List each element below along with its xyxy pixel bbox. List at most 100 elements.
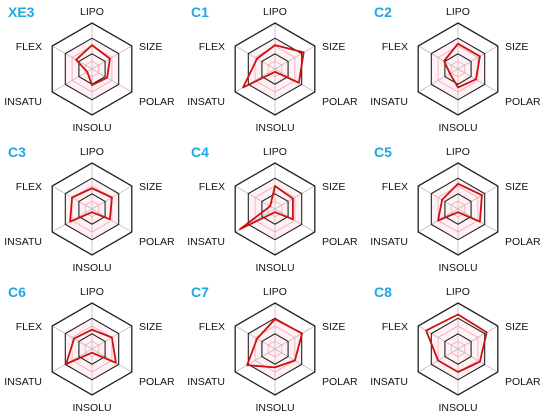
data-series-line [443,42,481,89]
axis-label-insatu: INSATU [4,236,42,248]
axis-label-lipo: LIPO [80,6,104,18]
grid-ring-2 [430,177,486,241]
grid-ring-inner-3 [437,45,479,93]
axis-label-flex: FLEX [199,321,225,333]
chart-title: C2 [374,4,392,20]
grid-ring-inner-1 [450,340,466,358]
axis-label-insolu: INSOLU [255,122,294,134]
grid-ring-inner-3 [254,325,296,373]
axis-label-insatu: INSATU [370,96,408,108]
grid-ring-2 [247,177,303,241]
axis-label-size: SIZE [139,181,162,193]
grid-ring-2 [64,177,120,241]
data-series-line [425,313,488,373]
axis-label-size: SIZE [322,321,345,333]
grid-ring-inner-3 [71,45,113,93]
axis-label-flex: FLEX [16,41,42,53]
grid-ring-inner-3 [437,185,479,233]
axis-label-polar: POLAR [505,236,541,248]
grid-ring-inner-1 [267,340,283,358]
axis-label-lipo: LIPO [263,146,287,158]
chart-title: C5 [374,144,392,160]
axis-label-lipo: LIPO [446,6,470,18]
grid-ring-1 [444,333,472,365]
axis-label-insolu: INSOLU [438,122,477,134]
axis-label-insatu: INSATU [187,96,225,108]
axis-label-flex: FLEX [382,181,408,193]
axis-label-polar: POLAR [322,96,358,108]
data-series-line [437,182,483,223]
axis-label-insatu: INSATU [4,376,42,388]
axis-label-flex: FLEX [16,181,42,193]
axis-label-size: SIZE [505,181,528,193]
radar-chart-c3: C3 LIPO SIZE POLAR INSOLU INSATU FLEX [4,144,175,274]
grid-ring-3 [417,302,499,396]
axis-label-polar: POLAR [139,376,175,388]
axis-label-lipo: LIPO [263,286,287,298]
grid-ring-inner-1 [84,200,100,218]
axis-label-insatu: INSATU [187,236,225,248]
axis-label-size: SIZE [505,321,528,333]
grid-ring-inner-3 [254,45,296,93]
grid-ring-3 [417,162,499,256]
grid-ring-inner-1 [267,60,283,78]
grid-ring-2 [64,37,120,101]
grid-ring-inner-1 [450,200,466,218]
grid-ring-3 [234,302,316,396]
grid-ring-2 [430,317,486,381]
axis-label-size: SIZE [322,181,345,193]
data-series-line [246,318,303,369]
axis-label-polar: POLAR [322,376,358,388]
axis-label-size: SIZE [322,41,345,53]
grid-ring-inner-1 [267,200,283,218]
axis-label-insolu: INSOLU [438,402,477,414]
data-series-line [69,187,113,223]
chart-title: C1 [191,4,209,20]
axis-label-insolu: INSOLU [438,262,477,274]
axis-label-flex: FLEX [199,181,225,193]
axis-label-lipo: LIPO [80,146,104,158]
grid-ring-1 [78,333,106,365]
axis-label-flex: FLEX [382,321,408,333]
grid-ring-1 [261,53,289,85]
radar-chart-c7: C7 LIPO SIZE POLAR INSOLU INSATU FLEX [187,284,358,414]
axis-label-insolu: INSOLU [72,262,111,274]
grid-ring-3 [234,22,316,116]
radar-chart-c1: C1 LIPO SIZE POLAR INSOLU INSATU FLEX [187,4,358,134]
axis-label-lipo: LIPO [263,6,287,18]
chart-title: XE3 [8,4,35,20]
chart-title: C7 [191,284,209,300]
axis-label-polar: POLAR [139,236,175,248]
grid-ring-3 [51,22,133,116]
axis-label-size: SIZE [505,41,528,53]
axis-label-lipo: LIPO [446,286,470,298]
axis-label-polar: POLAR [139,96,175,108]
axis-label-size: SIZE [139,321,162,333]
grid-ring-2 [247,37,303,101]
axis-label-insatu: INSATU [370,236,408,248]
axis-label-flex: FLEX [199,41,225,53]
axis-label-insatu: INSATU [187,376,225,388]
grid-ring-inner-3 [254,185,296,233]
grid-ring-1 [261,193,289,225]
grid-ring-1 [261,333,289,365]
axis-label-insatu: INSATU [370,376,408,388]
radar-chart-c5: C5 LIPO SIZE POLAR INSOLU INSATU FLEX [370,144,541,274]
grid-ring-1 [444,193,472,225]
axis-label-polar: POLAR [505,376,541,388]
chart-title: C3 [8,144,26,160]
axis-label-insolu: INSOLU [255,402,294,414]
grid-ring-3 [234,162,316,256]
axis-label-lipo: LIPO [446,146,470,158]
axis-label-flex: FLEX [16,321,42,333]
grid-ring-2 [430,37,486,101]
axis-label-flex: FLEX [382,41,408,53]
grid-ring-inner-1 [84,340,100,358]
grid-ring-inner-1 [450,60,466,78]
axis-label-insatu: INSATU [4,96,42,108]
